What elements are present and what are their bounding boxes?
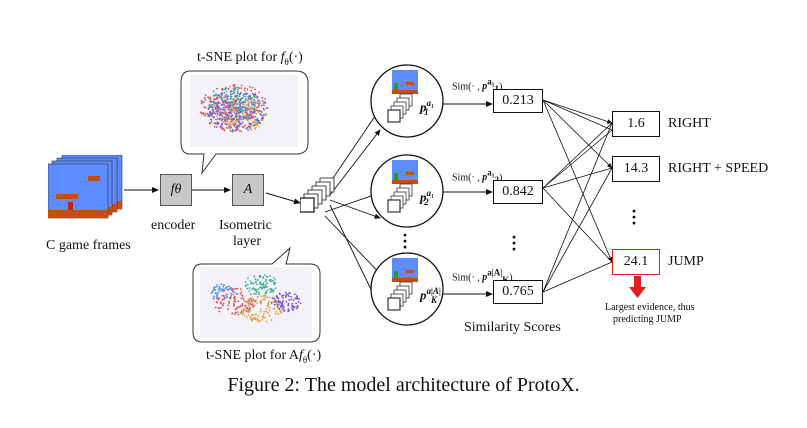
tsne-bottom-func: f	[298, 348, 303, 363]
tsne-top-sub: θ	[284, 56, 289, 67]
embedding-stack	[299, 176, 340, 216]
action-label: JUMP	[668, 254, 704, 269]
arrow-isometric-to-embeddings	[265, 192, 301, 205]
tsne-bottom-sub: θ	[302, 354, 308, 365]
prototype-symbol: pa₁2	[420, 188, 435, 207]
tsne-bottom-title: t-SNE plot for Afθ(·)	[206, 348, 321, 368]
tsne-bottom-suffix: (·)	[307, 348, 322, 363]
prototype-symbol: pa₁1	[420, 98, 435, 117]
similarity-score-box: 0.765	[493, 280, 543, 304]
similarity-scores-label: Similarity Scores	[464, 320, 561, 335]
prototype-circle: pa₁2	[370, 154, 444, 228]
encoder-label: encoder	[151, 218, 196, 233]
action-label: RIGHT	[668, 116, 711, 131]
prototype-circle: pa₁1	[370, 64, 444, 138]
tsne-bottom-prefix: t-SNE plot for A	[206, 348, 299, 363]
score-vdots: ···	[510, 227, 517, 259]
evidence-label-line1: Largest evidence, thus	[605, 302, 695, 313]
tsne-top-func: f	[280, 50, 285, 65]
encoder-symbol: fθ	[170, 182, 182, 197]
tsne-top-suffix: (·)	[288, 50, 303, 65]
similarity-score-box: 0.842	[493, 180, 543, 204]
tsne-bottom-bubble	[192, 246, 321, 343]
isometric-symbol: A	[243, 182, 253, 197]
tsne-top-bubble	[180, 70, 309, 175]
output-vdots: ···	[630, 201, 637, 233]
action-evidence-box: 14.3	[612, 156, 660, 182]
action-evidence-box: 1.6	[612, 111, 660, 137]
evidence-label-line2: predicting JUMP	[613, 314, 682, 325]
game-frame-icon	[47, 154, 123, 219]
isometric-label-line2: layer	[233, 234, 261, 249]
isometric-label-line1: Isometric	[219, 218, 272, 233]
game-frames-stack	[47, 154, 126, 219]
embedding-stack-icon	[299, 177, 335, 213]
evidence-arrow	[629, 276, 646, 298]
encoder-box: fθ	[160, 174, 192, 206]
input-label: C game frames	[46, 238, 131, 253]
action-evidence-box: 24.1	[612, 249, 660, 275]
figure-caption: Figure 2: The model architecture of Prot…	[227, 374, 580, 396]
prototype-circle: pa|A|K	[370, 252, 444, 326]
prototype-symbol: pa|A|K	[420, 286, 441, 305]
prototype-vdots: ···	[401, 225, 408, 257]
tsne-top-prefix: t-SNE plot for	[197, 50, 281, 65]
isometric-box: A	[232, 174, 264, 206]
tsne-top-title: t-SNE plot for fθ(·)	[197, 50, 303, 70]
action-label: RIGHT + SPEED	[668, 161, 769, 176]
similarity-score-box: 0.213	[493, 89, 543, 113]
